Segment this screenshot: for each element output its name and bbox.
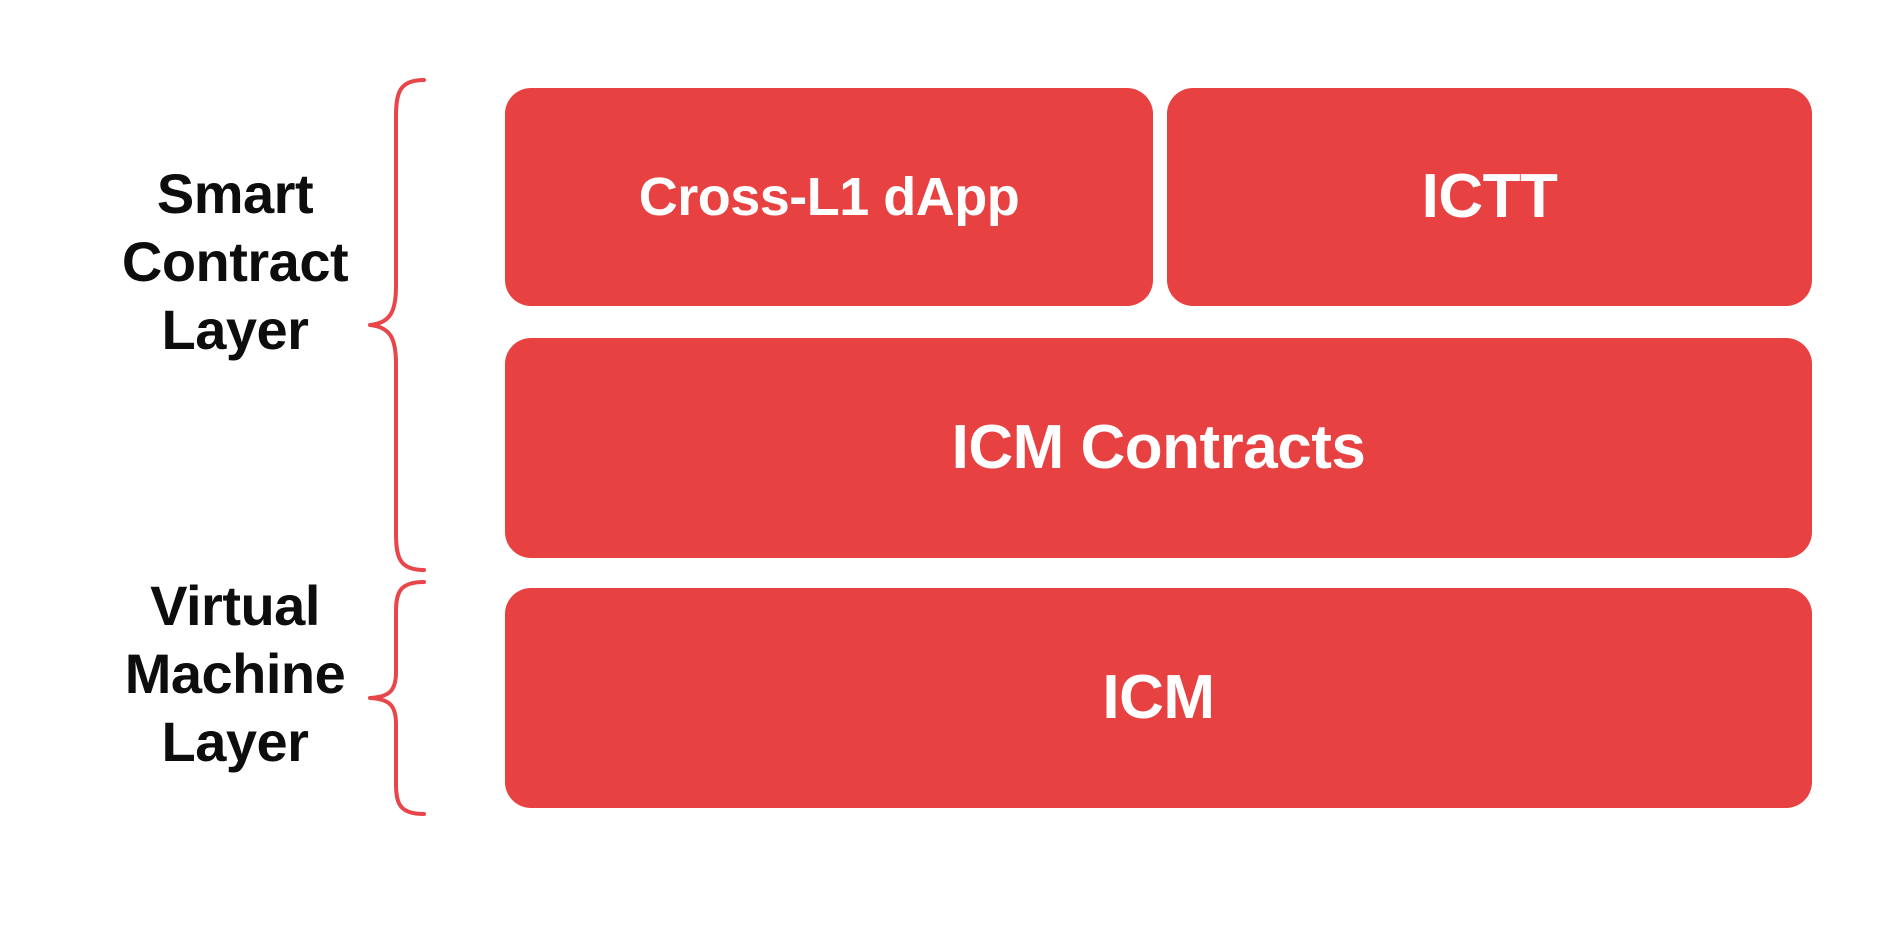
- group-label-virtual-machine-layer: Virtual Machine Layer: [124, 574, 346, 773]
- curly-brace-icon-virtual-machine-layer: [368, 580, 426, 816]
- group-label-smart-contract-layer: Smart Contract Layer: [121, 162, 349, 361]
- node-box-icm-contracts[interactable]: ICM Contracts: [505, 338, 1812, 558]
- node-box-icm[interactable]: ICM: [505, 588, 1812, 808]
- node-box-ictt[interactable]: ICTT: [1167, 88, 1812, 306]
- node-box-label-icm-contracts: ICM Contracts: [951, 413, 1366, 482]
- node-box-label-icm: ICM: [1102, 663, 1215, 732]
- node-box-label-cross-l1-dapp: Cross-L1 dApp: [638, 167, 1020, 227]
- node-box-label-ictt: ICTT: [1421, 162, 1558, 231]
- node-box-cross-l1-dapp[interactable]: Cross-L1 dApp: [505, 88, 1153, 306]
- curly-brace-icon-smart-contract-layer: [368, 78, 426, 572]
